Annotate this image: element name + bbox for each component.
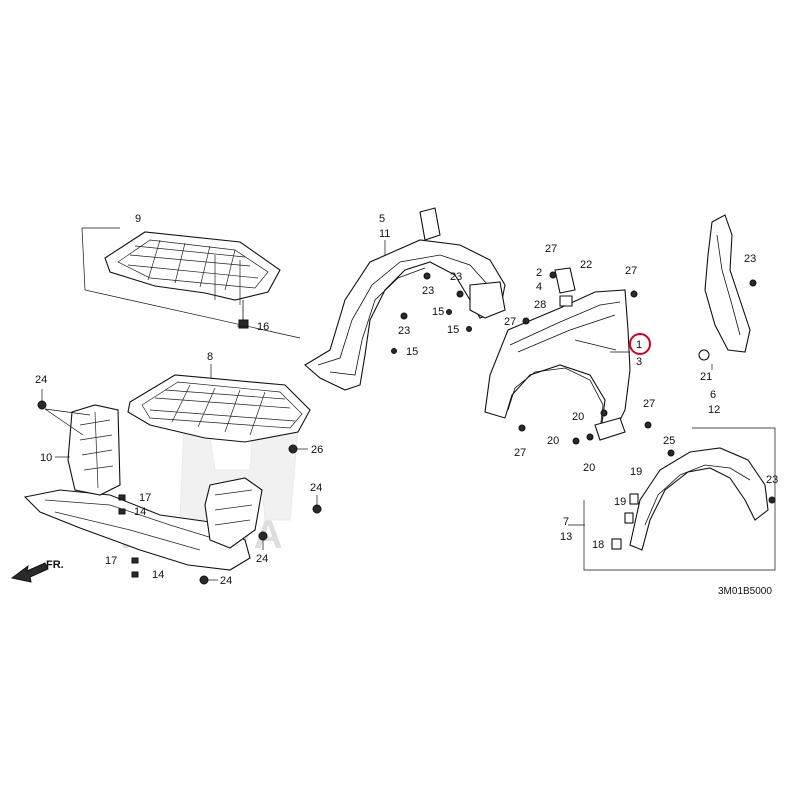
callout-17-a: 17 bbox=[139, 492, 151, 504]
callout-12: 12 bbox=[708, 404, 720, 416]
callout-20-c: 20 bbox=[583, 462, 595, 474]
undercover-lower-10 bbox=[23, 404, 263, 571]
highlight-circle bbox=[629, 333, 651, 355]
part-9-group-outline bbox=[81, 227, 301, 339]
callout-9: 9 bbox=[135, 213, 141, 225]
fasteners-fender bbox=[518, 271, 652, 445]
callout-16: 16 bbox=[257, 321, 269, 333]
callout-24-d: 24 bbox=[256, 553, 268, 565]
callout-18: 18 bbox=[592, 539, 604, 551]
callout-23-e: 23 bbox=[766, 474, 778, 486]
callout-21: 21 bbox=[700, 371, 712, 383]
callout-15-c: 15 bbox=[406, 346, 418, 358]
callout-10: 10 bbox=[40, 452, 52, 464]
callout-24-c: 24 bbox=[310, 482, 322, 494]
callout-11: 11 bbox=[379, 228, 390, 240]
callout-23-a: 23 bbox=[450, 271, 462, 283]
fender-liner-5-11 bbox=[304, 207, 506, 391]
callout-26: 26 bbox=[311, 444, 323, 456]
callout-14-b: 14 bbox=[152, 569, 164, 581]
callout-2: 2 bbox=[536, 267, 542, 279]
callout-15-a: 15 bbox=[432, 306, 444, 318]
callout-7: 7 bbox=[563, 516, 569, 528]
callout-27-e: 27 bbox=[643, 398, 655, 410]
callout-24-b: 24 bbox=[220, 575, 232, 587]
callout-1: 1 bbox=[636, 339, 642, 351]
callout-6: 6 bbox=[710, 389, 716, 401]
callout-20-b: 20 bbox=[547, 435, 559, 447]
diagram-code: 3M01B5000 bbox=[718, 586, 772, 597]
callout-23-c: 23 bbox=[398, 325, 410, 337]
callout-27-c: 27 bbox=[504, 316, 516, 328]
fasteners-liner bbox=[391, 272, 472, 354]
undercover-upper-9 bbox=[104, 231, 281, 305]
callout-13: 13 bbox=[560, 531, 572, 543]
wheel-arch-molding-7-13 bbox=[583, 427, 776, 571]
callout-23-d: 23 bbox=[744, 253, 756, 265]
callout-19-b: 19 bbox=[614, 496, 626, 508]
bolt-16 bbox=[238, 300, 249, 329]
fasteners-molding bbox=[611, 449, 776, 550]
callout-8: 8 bbox=[207, 351, 213, 363]
callout-28: 28 bbox=[534, 299, 546, 311]
callout-22: 22 bbox=[580, 259, 592, 271]
front-fender-1-3 bbox=[484, 267, 631, 441]
callout-19-a: 19 bbox=[630, 466, 642, 478]
callout-25: 25 bbox=[663, 435, 675, 447]
front-direction-arrow: FR. bbox=[10, 559, 64, 583]
callout-23-b: 23 bbox=[422, 285, 434, 297]
callout-27-a: 27 bbox=[545, 243, 557, 255]
callout-27-d: 27 bbox=[514, 447, 526, 459]
callout-15-b: 15 bbox=[447, 324, 459, 336]
callout-17-b: 17 bbox=[105, 555, 117, 567]
callout-4: 4 bbox=[536, 281, 542, 293]
leader-lines bbox=[41, 240, 713, 581]
callout-27-b: 27 bbox=[625, 265, 637, 277]
callout-3: 3 bbox=[636, 356, 642, 368]
callout-5: 5 bbox=[379, 213, 385, 225]
undercover-middle-8 bbox=[127, 374, 311, 443]
callout-24-a: 24 bbox=[35, 374, 47, 386]
direction-label: FR. bbox=[46, 559, 64, 571]
fender-bracket-6-12 bbox=[698, 214, 757, 361]
callout-labels: 9 16 8 24 10 17 14 17 14 24 26 24 24 5 1… bbox=[35, 213, 778, 587]
callout-14-a: 14 bbox=[134, 506, 146, 518]
callout-20-a: 20 bbox=[572, 411, 584, 423]
